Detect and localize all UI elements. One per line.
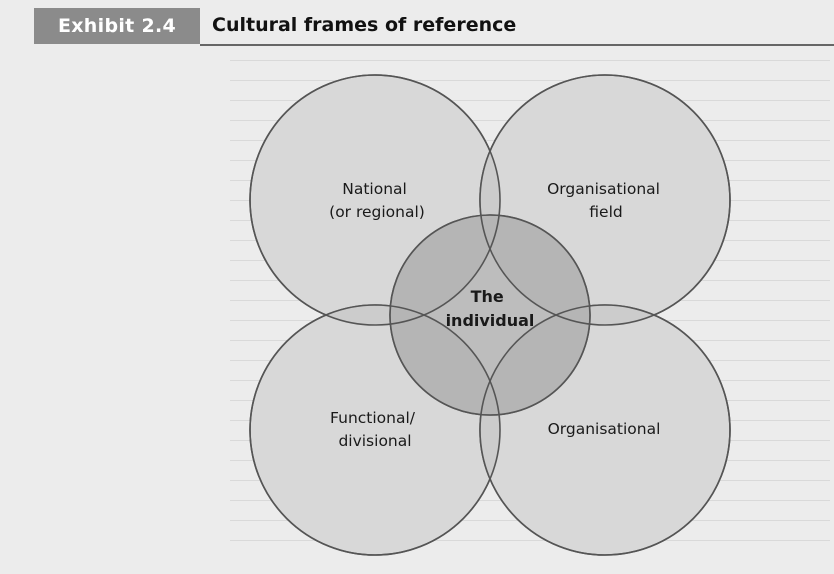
organisational-field-label-line2: field <box>589 203 622 221</box>
exhibit-title: Cultural frames of reference <box>212 14 517 36</box>
individual-label: The individual <box>446 287 535 330</box>
exhibit-label: Exhibit 2.4 <box>34 8 200 44</box>
organisational-field-label: Organisational field <box>547 180 665 221</box>
functional-divisional-label-line2: divisional <box>338 432 411 450</box>
organisational-label: Organisational <box>548 420 661 438</box>
functional-divisional-label: Functional/ divisional <box>330 409 420 450</box>
organisational-label-line1: Organisational <box>548 420 661 438</box>
individual-label-line1: The <box>471 287 504 306</box>
national-label-line2: (or regional) <box>329 203 425 221</box>
national-label-line1: National <box>342 180 407 198</box>
header-rule <box>200 44 834 46</box>
functional-divisional-label-line1: Functional/ <box>330 409 416 427</box>
center-overlaps <box>390 215 590 415</box>
national-label: National (or regional) <box>329 180 425 221</box>
individual-label-line2: individual <box>446 311 535 330</box>
exhibit-header: Exhibit 2.4 Cultural frames of reference <box>34 8 834 46</box>
organisational-field-label-line1: Organisational <box>547 180 660 198</box>
circle-outlines <box>249 74 731 556</box>
